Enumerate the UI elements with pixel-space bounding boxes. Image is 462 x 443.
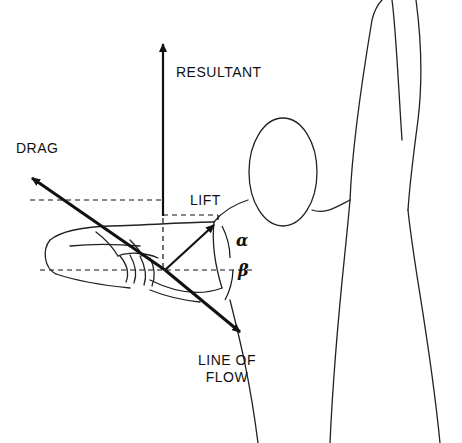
force-label: LIFT [190, 192, 221, 209]
force-label: LINE OF FLOW [190, 352, 264, 386]
force-label: DRAG [16, 140, 58, 157]
force-label: RESULTANT [176, 64, 262, 81]
angle-label: α [236, 232, 249, 249]
angle-label: β [238, 262, 249, 279]
